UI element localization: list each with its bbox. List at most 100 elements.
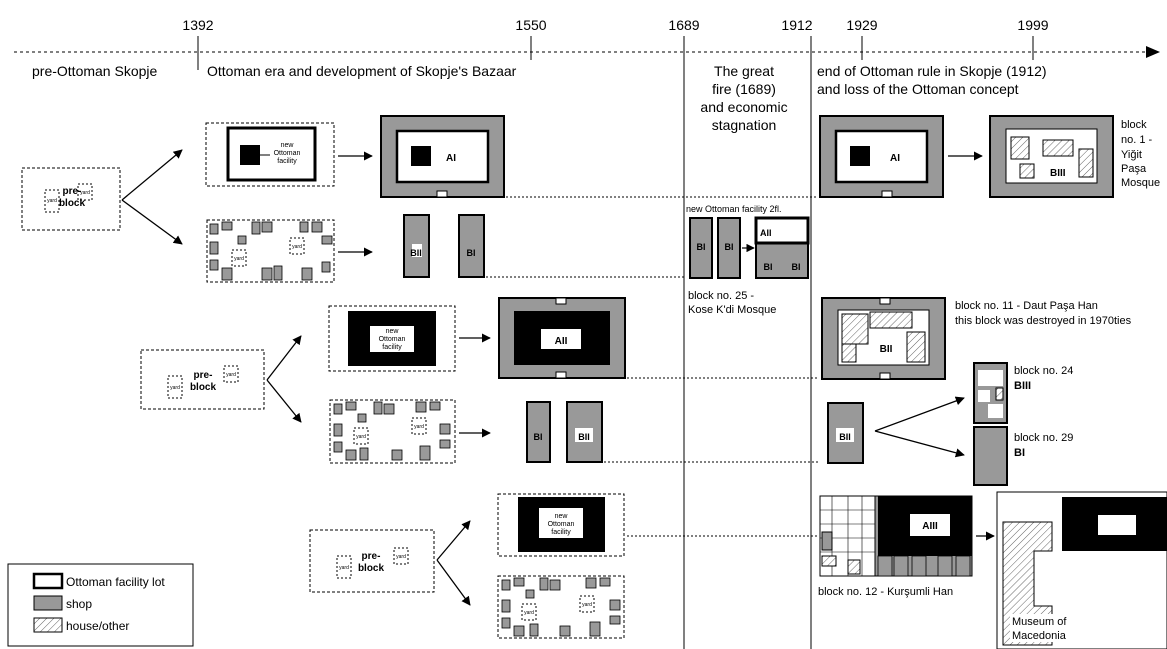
block-AII-fire: AII BI BI bbox=[754, 216, 810, 279]
pre-block-1: pre- block yard yard bbox=[21, 167, 121, 231]
svg-text:yard: yard bbox=[339, 565, 349, 571]
svg-text:Kose K'di Mosque: Kose K'di Mosque bbox=[688, 304, 776, 316]
svg-text:Ottoman: Ottoman bbox=[379, 336, 406, 343]
svg-text:yard: yard bbox=[47, 198, 57, 204]
svg-text:Paşa: Paşa bbox=[1121, 163, 1147, 175]
svg-text:BI: BI bbox=[467, 248, 476, 258]
svg-text:yard: yard bbox=[292, 244, 302, 250]
label-block-24-type: BIII bbox=[1014, 380, 1031, 392]
fire-blocks-BI: BI BI bbox=[689, 217, 741, 279]
svg-text:Museum of: Museum of bbox=[1012, 616, 1067, 628]
svg-text:block: block bbox=[59, 198, 86, 209]
svg-text:Yiğit: Yiğit bbox=[1121, 149, 1142, 161]
block-BI-1550: BI bbox=[458, 214, 485, 278]
block-BIII-1999: BIII bbox=[989, 115, 1114, 198]
block-AI-1550: AI bbox=[380, 115, 505, 198]
svg-text:BII: BII bbox=[880, 344, 893, 355]
svg-text:yard: yard bbox=[356, 434, 366, 440]
svg-text:new: new bbox=[281, 142, 295, 149]
branch-arrow-3a bbox=[436, 520, 471, 561]
label-block-12: block no. 12 - Kurşumli Han bbox=[818, 586, 953, 598]
svg-text:block: block bbox=[1121, 119, 1147, 131]
era-end: end of Ottoman rule in Skopje (1912) and… bbox=[817, 63, 1047, 97]
block-BII-1929: BII bbox=[821, 297, 946, 380]
year-1912: 1912 bbox=[781, 17, 812, 33]
block-BII-1550: BII bbox=[403, 214, 430, 278]
svg-text:and economic: and economic bbox=[700, 99, 787, 115]
svg-text:facility: facility bbox=[551, 529, 571, 536]
new-facility-lot-1: new Ottoman facility bbox=[205, 122, 335, 187]
legend-label-house: house/other bbox=[66, 619, 129, 633]
svg-text:BII: BII bbox=[410, 248, 422, 258]
svg-text:and loss of the Ottoman concep: and loss of the Ottoman concept bbox=[817, 81, 1019, 97]
svg-text:block: block bbox=[358, 563, 385, 574]
year-1999: 1999 bbox=[1017, 17, 1048, 33]
branch-arrow-2b bbox=[266, 379, 302, 423]
block-24 bbox=[973, 362, 1008, 424]
block-BI-1550-row2: BI bbox=[526, 401, 551, 463]
label-block-29-type: BI bbox=[1014, 447, 1025, 459]
svg-text:yard: yard bbox=[414, 424, 424, 430]
svg-text:new: new bbox=[386, 328, 400, 335]
svg-text:facility: facility bbox=[382, 344, 402, 351]
label-museum: Museum of Macedonia bbox=[1012, 616, 1067, 642]
pre-block-2: pre- block yard yard bbox=[140, 349, 265, 410]
legend: Ottoman facility lot shop house/other bbox=[7, 563, 194, 647]
svg-text:stagnation: stagnation bbox=[712, 117, 777, 133]
label-block-11: block no. 11 - Daut Paşa Han this block … bbox=[955, 300, 1132, 327]
scattered-shops-1: yard yard bbox=[206, 219, 335, 283]
svg-text:BI: BI bbox=[534, 432, 543, 442]
svg-text:AII: AII bbox=[760, 228, 772, 238]
block-AII-1550: AII bbox=[498, 297, 626, 379]
branch-arrow-3b bbox=[436, 559, 471, 606]
block-12: AIII bbox=[819, 495, 973, 577]
legend-label-shop: shop bbox=[66, 597, 92, 611]
svg-text:The great: The great bbox=[714, 63, 774, 79]
scattered-shops-3: yard yard bbox=[497, 575, 625, 639]
svg-text:BI: BI bbox=[725, 242, 734, 252]
branch-arrow-2a bbox=[266, 335, 302, 381]
svg-text:facility: facility bbox=[277, 158, 297, 165]
year-1929: 1929 bbox=[846, 17, 877, 33]
year-1550: 1550 bbox=[515, 17, 546, 33]
svg-text:AIII: AIII bbox=[922, 521, 938, 532]
svg-text:yard: yard bbox=[170, 385, 180, 391]
new-facility-lot-3: new Ottoman facility bbox=[497, 493, 625, 557]
timeline-arrow-head bbox=[1146, 46, 1160, 58]
svg-text:BI: BI bbox=[764, 262, 773, 272]
era-fire: The great fire (1689) and economic stagn… bbox=[700, 63, 787, 133]
svg-text:Macedonia: Macedonia bbox=[1012, 630, 1067, 642]
arrow-to-block-24 bbox=[874, 396, 965, 432]
svg-text:pre-: pre- bbox=[63, 186, 82, 197]
svg-text:this block was destroyed in 19: this block was destroyed in 1970ties bbox=[955, 315, 1132, 327]
year-ticks bbox=[197, 36, 1034, 649]
block-BII-1550-row2: BII bbox=[566, 401, 603, 463]
svg-text:yard: yard bbox=[80, 190, 90, 196]
label-new-facility-2fl: new Ottoman facility 2fl. bbox=[686, 204, 782, 214]
pre-block-3: pre- block yard yard bbox=[309, 529, 435, 593]
svg-text:Ottoman: Ottoman bbox=[274, 150, 301, 157]
svg-text:no. 1 -: no. 1 - bbox=[1121, 134, 1153, 146]
branch-arrow-1b bbox=[121, 199, 183, 245]
block-BII-1929-row2: BII bbox=[827, 402, 864, 464]
legend-swatch-facility bbox=[32, 572, 64, 590]
svg-text:yard: yard bbox=[524, 610, 534, 616]
svg-text:pre-: pre- bbox=[362, 551, 381, 562]
svg-text:yard: yard bbox=[582, 602, 592, 608]
svg-text:Mosque: Mosque bbox=[1121, 177, 1160, 189]
legend-label-facility: Ottoman facility lot bbox=[66, 575, 165, 589]
svg-text:fire (1689): fire (1689) bbox=[712, 81, 776, 97]
new-facility-lot-2: new Ottoman facility bbox=[328, 305, 456, 372]
svg-text:yard: yard bbox=[234, 256, 244, 262]
year-1689: 1689 bbox=[668, 17, 699, 33]
svg-text:AI: AI bbox=[890, 153, 900, 164]
scattered-shops-2: yard yard bbox=[329, 399, 456, 464]
svg-text:AII: AII bbox=[555, 336, 568, 347]
year-1392: 1392 bbox=[182, 17, 213, 33]
svg-text:BIII: BIII bbox=[1050, 168, 1066, 179]
legend-swatch-house bbox=[33, 617, 63, 633]
svg-text:yard: yard bbox=[226, 372, 236, 378]
label-block-1: block no. 1 - Yiğit Paşa Mosque bbox=[1121, 119, 1160, 189]
svg-text:pre-: pre- bbox=[194, 370, 213, 381]
svg-text:AI: AI bbox=[446, 153, 456, 164]
